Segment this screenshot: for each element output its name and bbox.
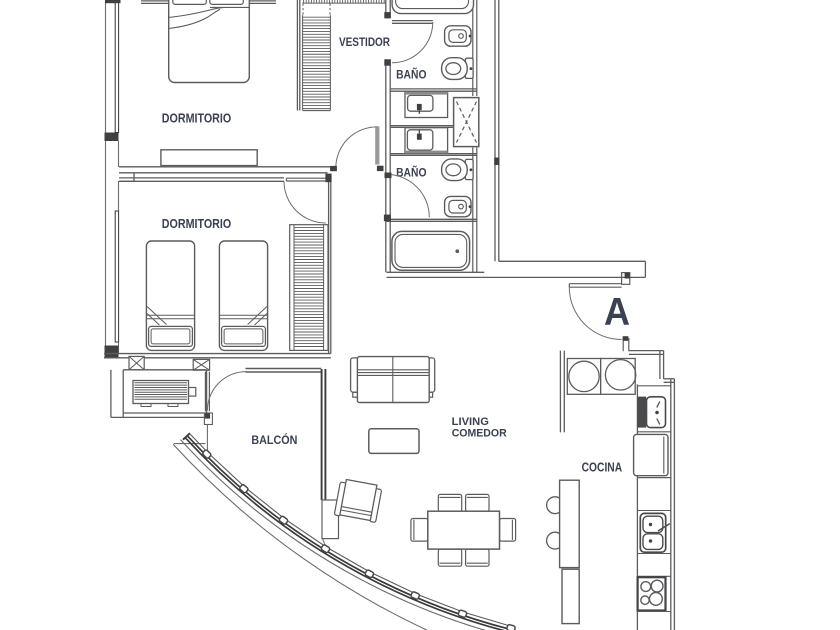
svg-text:VESTIDOR: VESTIDOR — [339, 35, 390, 49]
svg-text:LIVING: LIVING — [452, 416, 489, 428]
svg-text:COMEDOR: COMEDOR — [452, 428, 507, 440]
svg-text:BAÑO: BAÑO — [396, 164, 427, 179]
svg-text:DORMITORIO: DORMITORIO — [162, 110, 232, 125]
svg-text:BALCÓN: BALCÓN — [251, 432, 297, 447]
svg-text:COCINA: COCINA — [582, 460, 623, 475]
svg-text:BAÑO: BAÑO — [396, 66, 427, 81]
svg-text:A: A — [604, 291, 630, 334]
svg-text:DORMITORIO: DORMITORIO — [162, 216, 232, 231]
